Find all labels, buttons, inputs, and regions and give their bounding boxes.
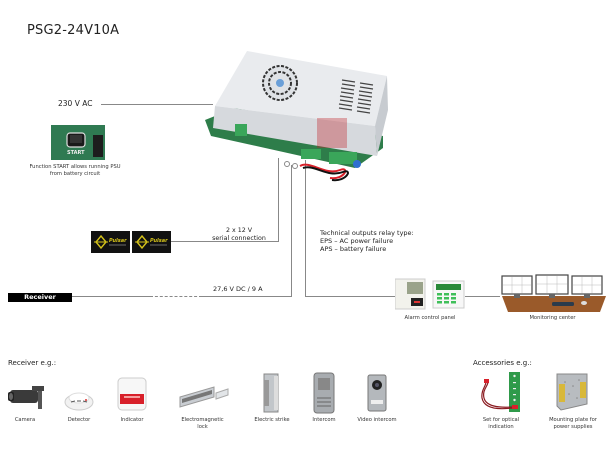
accessory-mounting-label-line1: Mounting plate for — [549, 417, 597, 423]
psu-unit-image — [205, 51, 388, 182]
svg-text:Pulsar: Pulsar — [109, 238, 127, 244]
relay-line-horizontal — [305, 296, 395, 297]
electromagnetic-lock-icon — [179, 386, 229, 408]
battery-cable-red — [299, 163, 347, 180]
output-line-vertical — [291, 165, 292, 297]
relay-info: Technical outputs relay type: EPS – AC p… — [320, 229, 414, 253]
fan-grille-icon — [262, 65, 298, 101]
relay-info-line1: Technical outputs relay type: — [320, 229, 414, 237]
battery-label: 2 x 12 V serial connection — [205, 227, 273, 243]
start-button-label: START — [67, 150, 85, 156]
output-line-right — [202, 296, 292, 297]
receiver-video-intercom-label: Video intercom — [357, 417, 397, 423]
receiver-emlock-label-line1: Electromagnetic — [181, 417, 224, 423]
potentiometer — [353, 160, 361, 168]
monitoring-center-image — [501, 274, 606, 312]
pulsar-logo-icon: Pulsar — [135, 235, 168, 249]
terminal-block-output — [301, 149, 321, 159]
ac-input-label: 230 V AC — [58, 99, 93, 108]
alarm-panel-image — [395, 278, 465, 310]
camera-icon — [8, 386, 44, 409]
battery-label-line2: serial connection — [212, 235, 266, 242]
accessory-mounting-label-line2: power supplies — [553, 424, 593, 430]
panel-to-monitor-line — [465, 296, 500, 297]
battery-2: Pulsar — [132, 231, 171, 253]
relay-info-line2: EPS – AC power failure — [320, 237, 394, 245]
start-caption-line1: Function START allows running PSU — [29, 164, 121, 170]
terminal-block-relay — [329, 152, 357, 164]
receiver-camera-label: Camera — [14, 417, 36, 423]
battery-line-vertical — [278, 158, 279, 241]
smoke-detector-icon — [64, 392, 94, 411]
ac-input-line — [101, 104, 213, 105]
psu-cover-top — [215, 51, 387, 126]
battery-1: Pulsar — [91, 231, 130, 253]
receiver-intercom-label: Intercom — [312, 417, 336, 423]
receiver-indicator-label: Indicator — [120, 417, 144, 423]
video-intercom-icon — [367, 374, 387, 412]
pulsar-logo-icon: Pulsar — [94, 235, 127, 249]
svg-text:Pulsar: Pulsar — [150, 238, 168, 244]
vent-slots-icon — [338, 79, 374, 114]
intercom-icon — [313, 372, 335, 414]
accessory-optical-label-line2: indication — [488, 424, 514, 430]
alarm-panel-label: Alarm control panel — [404, 315, 456, 321]
receiver-box: Receiver — [8, 293, 72, 302]
relay-info-line3: APS – battery failure — [320, 245, 387, 253]
accessory-optical-label-line1: Set for optical — [482, 417, 520, 423]
electric-strike-icon — [263, 373, 279, 413]
start-caption-line2: from battery circuit — [49, 171, 101, 177]
terminal-block-ac — [235, 124, 247, 136]
accessories-heading: Accessories e.g.: — [473, 359, 532, 367]
accessory-optical-label: Set for optical indication — [475, 417, 527, 431]
optical-indication-set-icon — [481, 372, 520, 412]
siren-indicator-icon — [117, 377, 147, 411]
mounting-plate-icon — [556, 373, 588, 411]
relay-line-vertical — [305, 160, 306, 297]
accessory-mounting-plate-label: Mounting plate for power supplies — [540, 417, 606, 431]
monitoring-center-label: Monitoring center — [529, 315, 576, 321]
receiver-emlock-label-line2: lock — [197, 424, 208, 430]
battery-cable-black — [302, 166, 349, 182]
receivers-heading: Receiver e.g.: — [8, 359, 57, 367]
receiver-emlock-label: Electromagnetic lock — [175, 417, 230, 431]
receiver-strike-label: Electric strike — [254, 417, 290, 423]
battery-label-line1: 2 x 12 V — [225, 227, 253, 234]
output-voltage-label: 27,6 V DC / 9 A — [213, 285, 263, 293]
battery-line-horizontal — [171, 241, 279, 242]
start-button-image: START — [51, 125, 105, 160]
start-function-caption: Function START allows running PSU from b… — [20, 164, 130, 178]
output-line-left — [72, 296, 150, 297]
receiver-detector-label: Detector — [67, 417, 91, 423]
product-title: PSG2-24V10A — [27, 23, 120, 38]
output-line-dashed — [150, 296, 202, 297]
